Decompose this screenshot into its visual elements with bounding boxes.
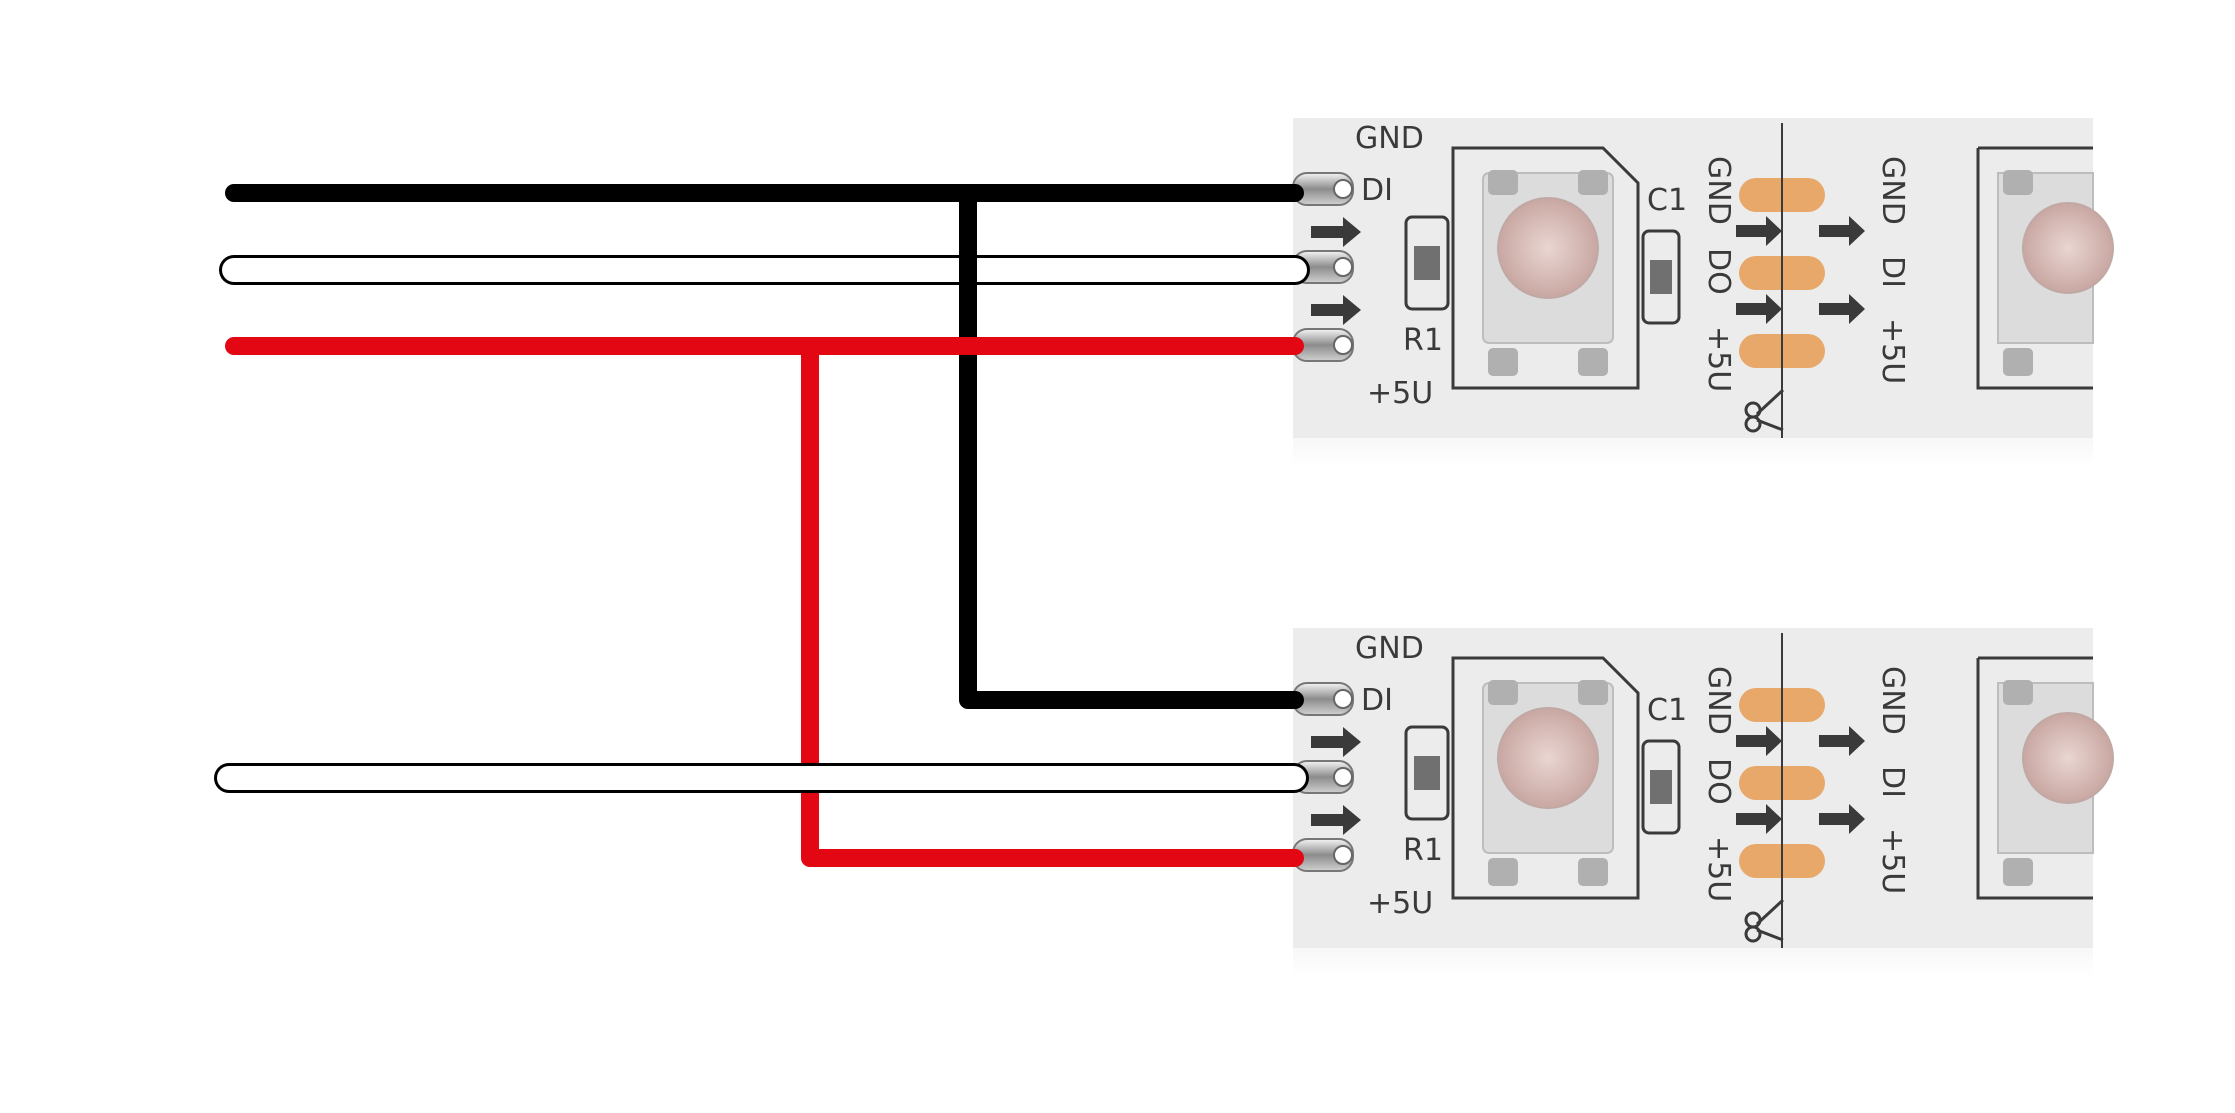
label-di: DI [1361,173,1393,208]
label-5v-out: +5U [1701,326,1736,392]
label-r1: R1 [1403,833,1443,868]
label-gnd-in: GND [1875,156,1910,225]
wires [214,184,1310,867]
label-gnd: GND [1355,121,1424,156]
label-do: DO [1701,758,1736,805]
label-gnd-in: GND [1875,666,1910,735]
label-gnd-out: GND [1701,666,1736,735]
label-5v-out: +5U [1701,836,1736,902]
power-wire [225,337,1304,867]
scissors-icon [1744,898,1785,943]
label-c1: C1 [1647,693,1687,728]
label-gnd-out: GND [1701,156,1736,225]
label-di-in: DI [1875,766,1910,798]
label-di-in: DI [1875,256,1910,288]
label-5v: +5U [1367,886,1433,921]
label-c1: C1 [1647,183,1687,218]
led-strip-top: GND DI R1 +5U C1 GND DO +5U GND DI +5U [1291,116,2115,468]
ground-wire [225,184,1304,709]
scissors-icon [1744,388,1785,433]
label-r1: R1 [1403,323,1443,358]
label-5v: +5U [1367,376,1433,411]
label-5v-in: +5U [1875,318,1910,384]
label-di: DI [1361,683,1393,718]
label-gnd: GND [1355,631,1424,666]
label-5v-in: +5U [1875,828,1910,894]
label-do: DO [1701,248,1736,295]
led-strip-bottom: GND DI R1 +5U C1 GND DO +5U GND DI +5U [1291,626,2115,978]
